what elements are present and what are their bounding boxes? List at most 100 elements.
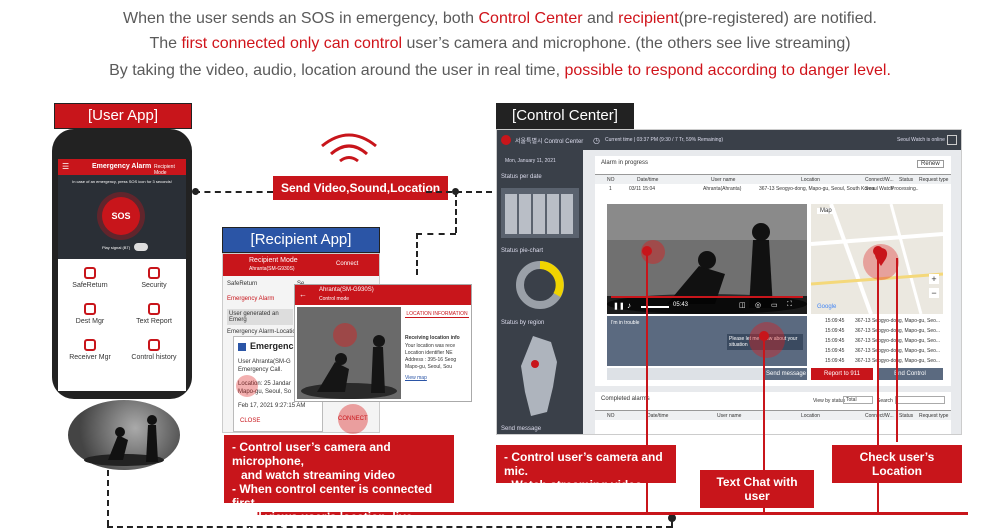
user-app-header: ☰ Emergency Alarm Recipient Mode bbox=[58, 159, 186, 176]
menu-icon[interactable]: ☰ bbox=[62, 162, 70, 171]
fullscreen-icon[interactable]: ⛶ bbox=[787, 301, 792, 308]
loc-time: 15:09:45 bbox=[825, 328, 845, 334]
volume-icon[interactable]: ♪ bbox=[627, 301, 631, 310]
signal-waves-icon bbox=[321, 133, 377, 163]
cc-logo: 서울특별시 Control Center bbox=[515, 139, 584, 145]
col-location: Location bbox=[801, 177, 820, 183]
card-date: Feb 17, 2021 9:27:15 AM bbox=[238, 403, 306, 409]
side-send-message[interactable]: Send message bbox=[501, 426, 542, 432]
sos-button[interactable]: SOS bbox=[102, 197, 140, 235]
sos-instruction: In case of an emergency, press SOS icon … bbox=[72, 179, 172, 184]
header-line-1: When the user sends an SOS in emergency,… bbox=[123, 10, 877, 27]
menu-control-history[interactable]: Control history bbox=[122, 339, 186, 361]
message-input[interactable] bbox=[607, 368, 765, 380]
logout-icon[interactable] bbox=[947, 135, 957, 145]
mic-icon[interactable]: ◎ bbox=[755, 302, 762, 309]
recipient-mode-label: Recipient Mode bbox=[249, 257, 298, 264]
back-arrow-icon[interactable]: ← bbox=[299, 290, 307, 299]
completed-table-header: NO Date/time User name Location Connect/… bbox=[595, 410, 951, 420]
send-message-button[interactable]: Send message bbox=[765, 368, 807, 380]
menu-dest-mgr[interactable]: Dest Mgr bbox=[58, 303, 122, 325]
signal-toggle[interactable] bbox=[134, 243, 148, 251]
video-figures bbox=[297, 307, 401, 399]
alarm-text: Emergency Alarm bbox=[227, 296, 275, 302]
control-popup: ← Ahranta(SM-G930S) Control mode LOCATIO… bbox=[294, 284, 472, 402]
connector bbox=[416, 233, 418, 275]
recipient-callout-line: and watch streaming video bbox=[241, 468, 396, 482]
pause-icon[interactable]: ❚❚ bbox=[613, 303, 625, 310]
send-callout: Send Video,Sound,Location bbox=[273, 176, 449, 200]
connector bbox=[426, 191, 492, 193]
popup-subtitle: Control mode bbox=[319, 296, 350, 302]
completed-title: Completed alarms bbox=[601, 396, 650, 402]
video-controls: ❚❚ ♪ 05:43 ◫ ◎ ▭ ⛶ bbox=[607, 296, 807, 314]
timeline-bar bbox=[256, 512, 968, 515]
cc-sidebar: Mon, January 11, 2021 Status per date St… bbox=[497, 150, 583, 434]
side-pie[interactable]: Status pie-chart bbox=[501, 248, 544, 254]
completed-panel: Completed alarms View by status Total Se… bbox=[595, 392, 951, 434]
camera-icon[interactable]: ◫ bbox=[739, 302, 746, 309]
zoom-out-button[interactable]: − bbox=[929, 288, 939, 298]
card-location: Location: 25 Jandar bbox=[238, 381, 291, 387]
cc-callout: - Control user’s camera and mic. - Watch… bbox=[496, 445, 676, 492]
menu-security[interactable]: Security bbox=[122, 267, 186, 289]
recipient-device-label: Ahranta(SM-G930S) bbox=[249, 266, 295, 272]
chat-area: I'm in trouble Please let me know about … bbox=[607, 316, 807, 366]
location-callout: Check user’s Location bbox=[832, 445, 962, 483]
cc-callout-line: - Control user’s camera and mic. bbox=[504, 450, 663, 478]
video-progress[interactable] bbox=[611, 296, 803, 298]
report-911-button[interactable]: Report to 911 bbox=[811, 368, 873, 380]
alarm-table-header: NO Date/time User name Location Connect/… bbox=[595, 174, 951, 184]
loc-time: 15:09:45 bbox=[825, 338, 845, 344]
col-connect: Connect/W... bbox=[865, 413, 894, 419]
alarm-row[interactable]: 1 03/11 15:04 Ahranta(Ahranta) 367-13 Se… bbox=[595, 184, 951, 195]
user-app-mode[interactable]: Recipient Mode bbox=[154, 164, 175, 176]
row-no: 1 bbox=[609, 186, 612, 192]
connector bbox=[107, 470, 109, 526]
zoom-in-button[interactable]: + bbox=[929, 274, 939, 284]
close-button[interactable]: CLOSE bbox=[240, 418, 261, 424]
recipient-connect-label[interactable]: Connect bbox=[336, 261, 359, 267]
col-request: Request type bbox=[919, 177, 949, 183]
user-phone: ☰ Emergency Alarm Recipient Mode In case… bbox=[52, 129, 192, 399]
pointer-dot bbox=[759, 331, 769, 341]
cc-map[interactable]: Map Google + − bbox=[811, 204, 943, 314]
connect-button[interactable]: CONNECT bbox=[338, 416, 368, 422]
menu-safereturn[interactable]: SafeReturn bbox=[58, 267, 122, 289]
sos-panel: In case of an emergency, press SOS icon … bbox=[58, 175, 186, 259]
menu-receiver-mgr[interactable]: Receiver Mgr bbox=[58, 339, 122, 361]
status-filter-select[interactable]: Total bbox=[843, 396, 873, 404]
user-app-tag: [User App] bbox=[54, 103, 192, 129]
popup-header: ← Ahranta(SM-G930S) Control mode bbox=[295, 285, 471, 305]
search-label: Search bbox=[877, 398, 893, 404]
cc-callout-line: - Watch streaming video bbox=[504, 478, 643, 492]
search-input[interactable] bbox=[895, 396, 945, 404]
header-line-2: The first connected only can control use… bbox=[149, 35, 851, 52]
col-date: Date/time bbox=[647, 413, 669, 419]
location-info-header: LOCATION INFORMATION bbox=[405, 311, 469, 318]
view-map-link[interactable]: View map bbox=[405, 375, 427, 381]
col-no: NO bbox=[607, 413, 615, 419]
connector-dot bbox=[192, 188, 199, 195]
status-date-chart bbox=[501, 188, 579, 238]
generated-text: User generated an Emerg bbox=[227, 309, 293, 325]
volume-slider[interactable] bbox=[641, 306, 669, 308]
renew-button[interactable]: Renew bbox=[917, 160, 944, 168]
pointer-line bbox=[877, 250, 879, 512]
end-control-button[interactable]: End Control bbox=[877, 368, 943, 380]
side-status-date[interactable]: Status per date bbox=[501, 174, 542, 180]
tab-safereturn[interactable]: SafeReturn bbox=[227, 281, 258, 287]
side-region[interactable]: Status by region bbox=[501, 320, 545, 326]
screen-icon[interactable]: ▭ bbox=[771, 302, 778, 309]
recv-line: Location identifier NE bbox=[405, 350, 453, 356]
col-date: Date/time bbox=[637, 177, 659, 183]
cc-video[interactable]: ❚❚ ♪ 05:43 ◫ ◎ ▭ ⛶ bbox=[607, 204, 807, 314]
connector bbox=[455, 191, 457, 233]
menu-text-report[interactable]: Text Report bbox=[122, 303, 186, 325]
cc-topbar: 서울특별시 Control Center ◷ Current time | 03… bbox=[497, 130, 961, 150]
pointer-dot bbox=[642, 246, 652, 256]
card-title: Emergenc bbox=[250, 341, 294, 351]
recipient-app-tag: [Recipient App] bbox=[222, 227, 380, 253]
control-center-tag: [Control Center] bbox=[496, 103, 634, 129]
popup-video[interactable] bbox=[297, 307, 401, 399]
